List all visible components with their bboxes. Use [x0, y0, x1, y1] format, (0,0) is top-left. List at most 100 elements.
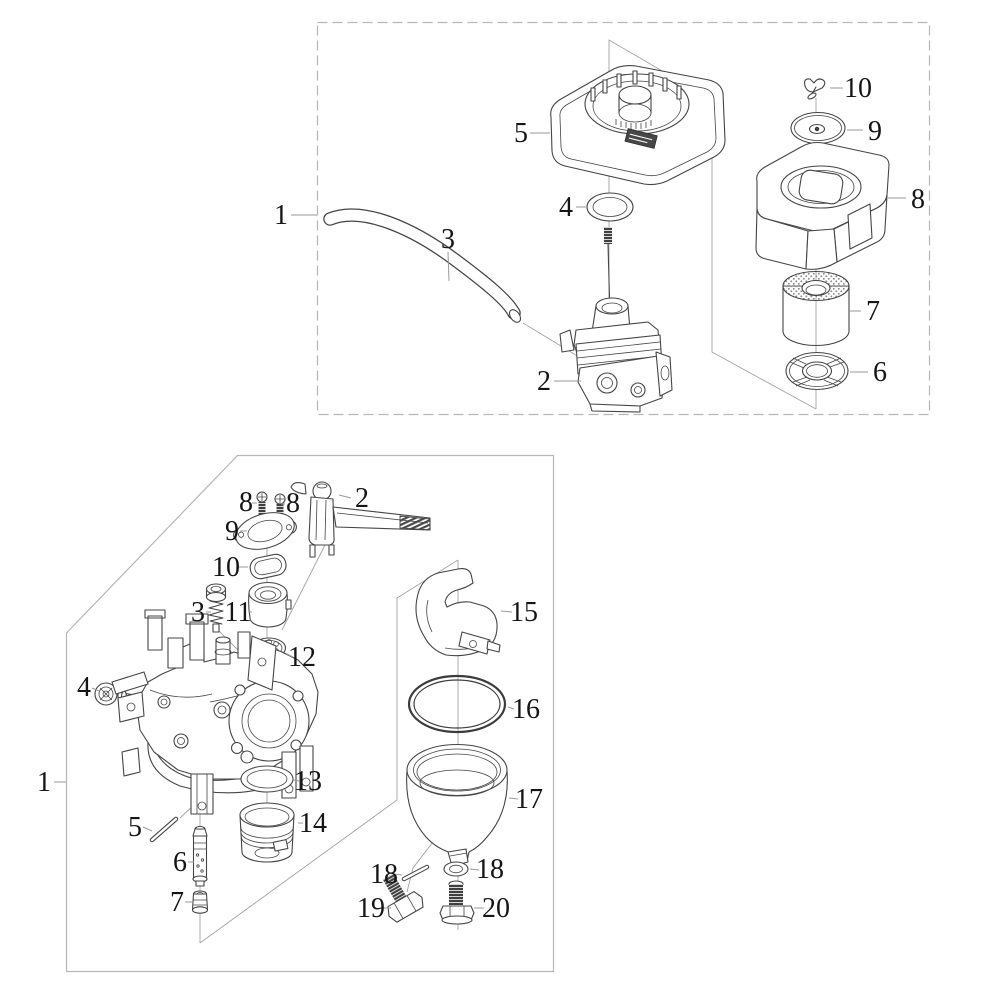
part-plate-screw-right	[274, 493, 286, 520]
callout-9-carb: 9	[225, 516, 247, 547]
part-float	[415, 568, 501, 657]
callout-5-carb: 5	[128, 812, 153, 843]
callout-7-air-label: 7	[866, 296, 880, 327]
callout-12-carb: 12	[286, 642, 316, 673]
callout-11-carb-label: 11	[225, 597, 252, 628]
part-air-cleaner-base	[550, 65, 726, 186]
part-main-jet	[191, 890, 209, 914]
part-filter-element	[782, 270, 850, 347]
part-bowl-gasket	[407, 674, 507, 734]
callout-4-air-label: 4	[559, 192, 573, 223]
callout-18-pin-label: 18	[370, 859, 398, 890]
callout-10-air: 10	[830, 73, 872, 104]
part-carburetor-body	[111, 609, 319, 815]
part-cap-oring	[240, 765, 294, 793]
callout-5-air: 5	[514, 118, 550, 149]
callout-3-air-label: 3	[441, 224, 455, 255]
part-collar-gasket	[586, 192, 634, 222]
part-air-cleaner-cover	[755, 141, 890, 270]
callout-2-air-label: 2	[537, 366, 551, 397]
callout-2-air: 2	[537, 366, 581, 397]
callout-18-washer-carb: 18	[469, 854, 504, 885]
callout-5-air-label: 5	[514, 118, 528, 149]
part-float-bowl	[406, 743, 508, 867]
callout-20-carb: 20	[474, 893, 510, 924]
callout-4-carb: 4	[77, 672, 100, 703]
callout-13-carb-label: 13	[294, 766, 322, 797]
callout-4-carb-label: 4	[77, 672, 91, 703]
callout-8-air: 8	[888, 184, 925, 215]
carburetor-callouts: 1 2 3 4 5 6 7 8 8 9 10 11 12 13 14 15 16…	[37, 483, 543, 924]
callout-20-carb-label: 20	[482, 893, 510, 924]
part-top-plate	[233, 512, 297, 550]
callout-9-carb-label: 9	[225, 516, 239, 547]
carburetor-boundary	[65, 454, 555, 973]
callout-19-carb-label: 19	[357, 893, 385, 924]
callout-6-carb: 6	[173, 847, 194, 878]
part-bowl-bolt	[439, 880, 475, 925]
callout-19-carb: 19	[357, 893, 391, 924]
part-drain-bolt	[382, 873, 424, 923]
callout-17-carb-label: 17	[515, 784, 543, 815]
callout-1-carb-label: 1	[37, 767, 51, 798]
callout-7-carb: 7	[170, 887, 192, 918]
housing-badge	[624, 128, 658, 149]
callout-9-air-label: 9	[868, 116, 882, 147]
callout-6-air-label: 6	[873, 357, 887, 388]
callout-4-air: 4	[559, 192, 586, 223]
callout-15-carb: 15	[500, 597, 538, 628]
part-cover-disc	[790, 111, 846, 145]
air-cleaner-callouts: 1 2 3 4 5 6 7 8 9 10	[274, 73, 925, 397]
part-float-pin	[149, 816, 179, 843]
callout-2-carb-label: 2	[355, 483, 369, 514]
part-wing-bolt	[804, 78, 826, 100]
callout-17-carb: 17	[508, 784, 543, 815]
callout-10-carb: 10	[212, 552, 248, 583]
callout-1-carb: 1	[37, 767, 66, 798]
callout-16-carb: 16	[507, 694, 540, 725]
carburetor-section: 1 2 3 4 5 6 7 8 8 9 10 11 12 13 14 15 16…	[37, 454, 555, 973]
callout-1-air-label: 1	[274, 200, 288, 231]
callout-10-air-label: 10	[844, 73, 872, 104]
callout-8-air-label: 8	[911, 184, 925, 215]
air-cleaner-section: 1 2 3 4 5 6 7 8 9 10	[274, 21, 931, 416]
callout-6-carb-label: 6	[173, 847, 187, 878]
callout-8-right-carb: 8	[281, 488, 300, 519]
callout-3-carb: 3	[191, 597, 211, 628]
callout-10-carb-label: 10	[212, 552, 240, 583]
part-oil-bath-housing	[559, 297, 673, 413]
callout-15-carb-label: 15	[510, 597, 538, 628]
callout-14-carb: 14	[298, 808, 327, 839]
part-grid-plate	[785, 351, 849, 391]
callout-6-air: 6	[850, 357, 887, 388]
part-idle-screw	[205, 583, 227, 633]
callout-2-carb: 2	[338, 483, 369, 514]
callout-8-left-carb: 8	[239, 487, 257, 518]
callout-3-carb-label: 3	[191, 597, 205, 628]
callout-11-carb: 11	[225, 597, 252, 628]
part-seal-washer	[443, 861, 469, 877]
callout-14-carb-label: 14	[299, 808, 327, 839]
part-breather-tube	[323, 208, 522, 323]
part-emulsion-tube	[192, 825, 208, 887]
callout-3-air: 3	[441, 224, 455, 282]
callout-8-right-label: 8	[286, 488, 300, 519]
part-drain-pin	[401, 864, 430, 882]
part-pump-well	[248, 581, 292, 628]
part-pump-gasket	[249, 553, 287, 580]
part-throttle-lever	[290, 481, 431, 558]
callout-1-air: 1	[274, 200, 317, 231]
callout-16-carb-label: 16	[512, 694, 540, 725]
cage-tabs	[590, 70, 682, 102]
callout-13-carb: 13	[292, 766, 322, 797]
callout-8-left-label: 8	[239, 487, 253, 518]
callout-12-carb-label: 12	[288, 642, 316, 673]
callout-18-pin-carb: 18	[370, 859, 403, 890]
air-cleaner-boundary	[316, 21, 931, 416]
part-plate-screw-left	[256, 491, 268, 518]
cage-teeth	[615, 119, 652, 129]
callout-7-carb-label: 7	[170, 887, 184, 918]
callout-18-washer-label: 18	[476, 854, 504, 885]
